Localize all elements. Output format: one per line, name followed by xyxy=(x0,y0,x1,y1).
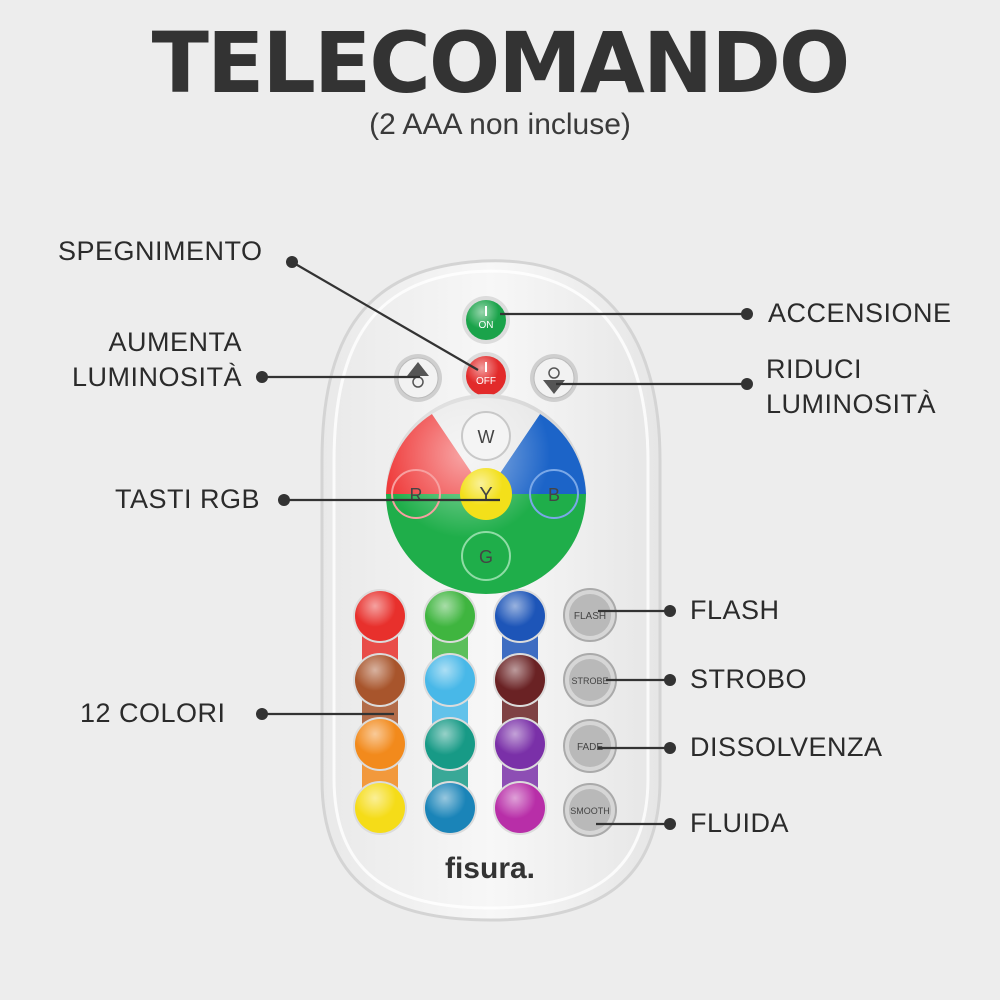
on-label: ON xyxy=(479,320,494,331)
smooth-button: SMOOTH xyxy=(563,783,617,837)
color-button[interactable] xyxy=(423,781,477,835)
fade-btn-label: FADE xyxy=(577,742,603,753)
label-12-colori: 12 COLORI xyxy=(80,698,226,728)
label-aumenta-line1: AUMENTA xyxy=(108,327,242,357)
color-button[interactable] xyxy=(353,717,407,771)
color-button-grid xyxy=(353,589,547,835)
g-button: G xyxy=(461,531,511,581)
color-button[interactable] xyxy=(353,781,407,835)
brand-logo: fisura. xyxy=(445,852,535,885)
label-accensione: ACCENSIONE xyxy=(768,298,952,328)
label-spegnimento: SPEGNIMENTO xyxy=(58,236,263,266)
off-label: OFF xyxy=(476,376,496,387)
strobe-button: STROBE xyxy=(563,653,617,707)
y-button: Y xyxy=(460,468,512,520)
y-label: Y xyxy=(479,484,492,506)
color-button[interactable] xyxy=(423,653,477,707)
brightness-down-icon xyxy=(530,354,578,402)
color-button[interactable] xyxy=(423,717,477,771)
label-riduci-line1: RIDUCI xyxy=(766,354,862,384)
callout-lines xyxy=(256,256,753,830)
b-label: B xyxy=(548,485,560,505)
label-flash: FLASH xyxy=(690,595,780,625)
label-strobo: STROBO xyxy=(690,664,808,694)
g-label: G xyxy=(479,547,493,567)
page-title: TELECOMANDO xyxy=(151,14,851,112)
label-riduci-luminosita: RIDUCI LUMINOSITÀ xyxy=(766,352,936,422)
color-button[interactable] xyxy=(493,781,547,835)
w-label: W xyxy=(478,427,495,447)
label-fluida: FLUIDA xyxy=(690,808,790,838)
label-riduci-line2: LUMINOSITÀ xyxy=(766,389,937,419)
label-tasti-rgb: TASTI RGB xyxy=(115,484,261,514)
r-label: R xyxy=(410,485,423,505)
strobe-btn-label: STROBE xyxy=(571,676,608,686)
label-aumenta-line2: LUMINOSITÀ xyxy=(71,362,242,392)
color-button[interactable] xyxy=(493,589,547,643)
off-button: OFF xyxy=(462,352,510,400)
fade-button: FADE xyxy=(563,719,617,773)
w-button: W xyxy=(461,411,511,461)
color-button[interactable] xyxy=(493,717,547,771)
label-aumenta-luminosita: AUMENTA LUMINOSITÀ xyxy=(60,325,242,395)
b-button: B xyxy=(529,469,579,519)
color-button[interactable] xyxy=(353,589,407,643)
on-button: ON xyxy=(462,296,510,344)
color-button[interactable] xyxy=(353,653,407,707)
label-dissolvenza: DISSOLVENZA xyxy=(690,732,883,762)
smooth-btn-label: SMOOTH xyxy=(570,806,610,816)
flash-button: FLASH xyxy=(563,588,617,642)
flash-btn-label: FLASH xyxy=(574,611,606,622)
color-button[interactable] xyxy=(493,653,547,707)
color-button[interactable] xyxy=(423,589,477,643)
page-subtitle: (2 AAA non incluse) xyxy=(369,108,631,141)
